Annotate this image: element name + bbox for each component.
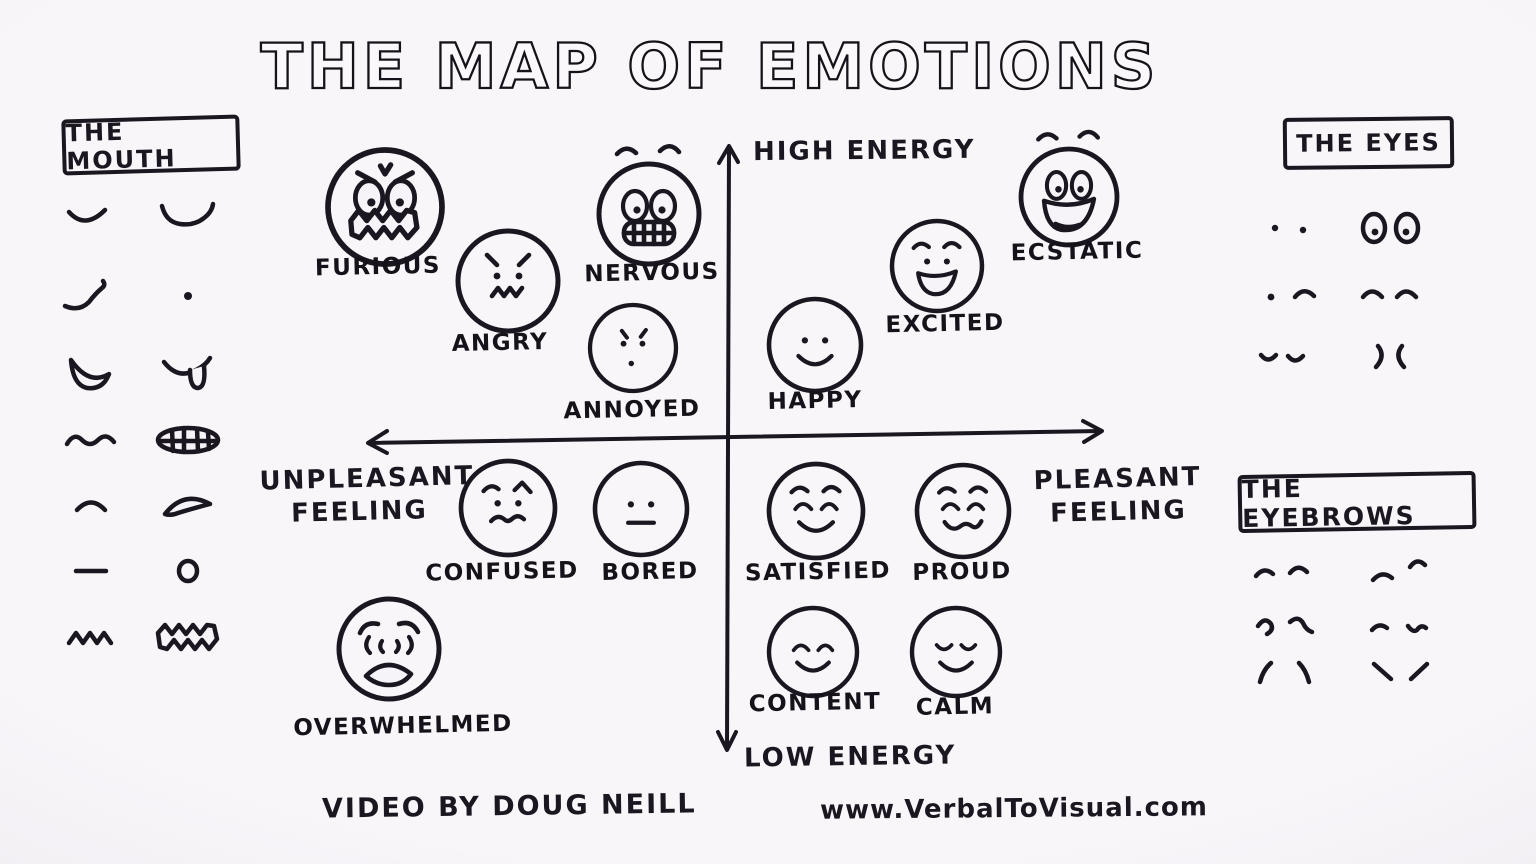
face-excited-icon [889,218,985,314]
emotion-label-content: CONTENT [748,688,882,718]
emotion-label-annoyed: ANNOYED [563,395,701,425]
up-arrowhead-icon [717,144,740,165]
axis-label-unpleasant-feeling: UNPLEASANT FEELING [259,460,475,531]
face-happy-icon [766,296,864,394]
face-nervous-icon [596,143,702,267]
face-overwhelmed-icon [336,596,442,702]
left-arrowhead-icon [366,429,389,455]
horizontal-axis-line [367,429,1103,445]
face-ecstatic-icon [1018,129,1120,248]
emotion-label-happy: HAPPY [767,387,863,415]
face-proud-icon [914,462,1012,560]
eyebrows-panel-title: THE EYEBROWS [1241,473,1416,534]
eyebrows-glyph-angry-slants-icon [1371,661,1430,682]
mouth-glyph-smile-flick-icon [159,201,216,227]
unpleasant-feeling-word: FEELING [290,495,429,529]
mouth-glyph-grin-teeth-icon [155,425,221,455]
website-text: www.VerbalToVisual.com [819,792,1209,826]
eyes-panel: THE EYES [1282,116,1455,170]
face-furious-icon [325,147,445,267]
axis-label-high-energy: HIGH ENERGY [752,134,976,168]
mouth-panel: THE MOUTH [61,114,241,176]
face-calm-icon [909,605,1003,699]
mouth-glyph-smile-arc-icon [66,207,108,223]
emotion-label-angry: ANGRY [451,328,549,358]
mouth-glyph-zigzag-small-icon [66,630,114,646]
eyes-panel-title: THE EYES [1296,128,1441,158]
eyebrows-glyph-worried-curls-icon [1255,616,1315,637]
down-arrowhead-icon [716,730,738,752]
mouth-glyph-smirk-icon [62,278,107,311]
mouth-glyph-tongue-out-icon [161,355,213,391]
mouth-glyph-zigzag-band-icon [155,622,220,652]
eyebrows-glyph-wave-check-icon [1369,623,1429,634]
mouth-glyph-circle-icon [176,558,200,584]
right-arrowhead-icon [1081,419,1104,444]
eyebrows-glyph-raised-arcs-icon [1253,565,1310,579]
face-annoyed-icon [587,302,679,394]
mouth-glyph-open-smile-icon [68,357,112,391]
emotion-label-excited: EXCITED [885,309,1005,339]
emotion-label-nervous: NERVOUS [584,258,720,288]
mouth-glyph-wave-icon [64,434,117,447]
emotion-label-ecstatic: ECSTATIC [1010,237,1144,267]
mouth-glyph-frown-arc-icon [74,500,108,513]
credit-text: VIDEO BY DOUG NEILL [321,788,697,825]
face-satisfied-icon [766,461,866,561]
page-title: THE MAP OF EMOTIONS [261,30,1160,103]
face-bored-icon [592,460,690,558]
emotion-label-bored: BORED [601,557,699,587]
face-angry-icon [455,228,561,334]
horizontal-axis [366,419,1104,455]
eyebrows-glyph-soft-slants-icon [1257,660,1312,685]
eyes-glyph-wink-caret-icon [1267,289,1317,301]
emotion-label-satisfied: SATISFIED [744,557,892,587]
vertical-axis-line [725,146,731,749]
emotion-label-furious: FURIOUS [314,252,442,282]
eyes-glyph-dot-eyes-icon [1271,224,1307,234]
mouth-panel-title: THE MOUTH [65,117,178,176]
unpleasant-word: UNPLEASANT [259,460,475,497]
emotion-label-confused: CONFUSED [425,557,579,587]
face-confused-icon [458,458,558,558]
eyes-glyph-wide-eyes-icon [1360,211,1421,245]
emotion-label-calm: CALM [915,693,995,721]
pleasant-word: PLEASANT [1033,461,1202,497]
face-content-icon [766,605,860,699]
vertical-axis [716,144,740,752]
axis-label-pleasant-feeling: PLEASANT FEELING [1022,461,1214,532]
eyes-glyph-happy-closed-icon [1258,352,1306,363]
emotion-label-proud: PROUD [912,557,1012,587]
eyes-glyph-side-curves-icon [1373,343,1407,370]
eyebrows-panel: THE EYEBROWS [1237,470,1477,534]
mouth-glyph-dot-icon [184,292,192,300]
eyes-glyph-caret-eyes-icon [1360,289,1419,300]
pleasant-feeling-word: FEELING [1049,495,1188,529]
eyebrows-glyph-askew-arcs-icon [1370,559,1428,583]
emotion-label-overwhelmed: OVERWHELMED [293,710,513,742]
axis-label-low-energy: LOW ENERGY [743,740,957,774]
mouth-glyph-open-frown-icon [162,496,213,518]
